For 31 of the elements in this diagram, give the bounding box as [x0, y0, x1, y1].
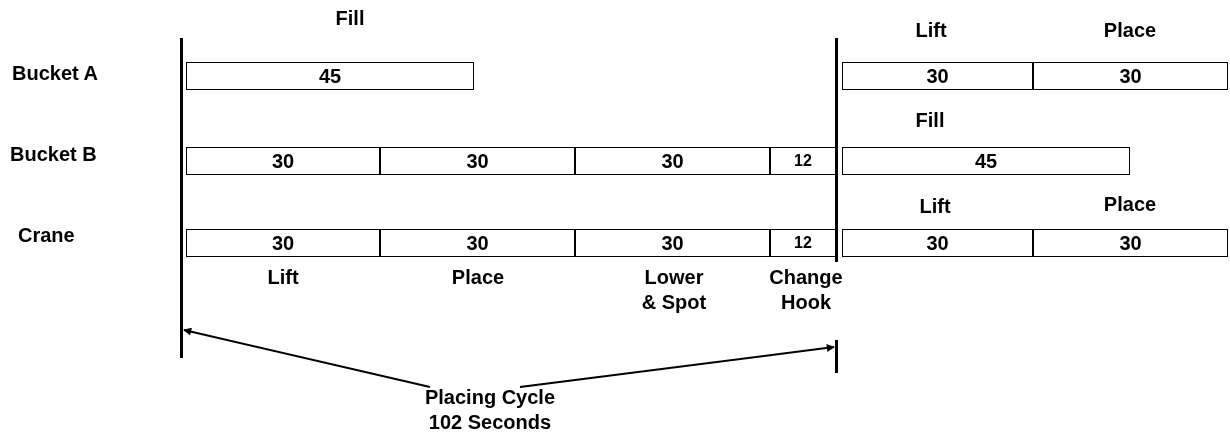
duration-segment: 30	[380, 147, 575, 175]
duration-segment: 45	[186, 62, 474, 90]
activity-label: Fill	[915, 108, 945, 133]
duration-segment: 30	[1033, 62, 1228, 90]
arrow	[183, 327, 431, 388]
row-label: Bucket A	[12, 62, 98, 85]
activity-label: Fill	[335, 6, 365, 31]
activity-label: Lower & Spot	[640, 265, 708, 315]
activity-label: Place	[451, 265, 505, 290]
duration-segment: 30	[842, 229, 1033, 257]
activity-label: Place	[1103, 192, 1157, 217]
duration-segment: 45	[842, 147, 1130, 175]
activity-label: Lift	[915, 18, 947, 43]
cycle-duration-label: Placing Cycle 102 Seconds	[415, 385, 565, 435]
activity-label: Change Hook	[768, 265, 844, 315]
duration-segment: 30	[1033, 229, 1228, 257]
activity-label: Place	[1103, 18, 1157, 43]
row-label: Bucket B	[10, 143, 97, 166]
duration-segment: 30	[186, 147, 380, 175]
duration-segment: 30	[842, 62, 1033, 90]
duration-segment: 30	[380, 229, 575, 257]
duration-segment: 30	[575, 229, 770, 257]
arrow	[519, 343, 835, 388]
activity-label: Lift	[919, 194, 951, 219]
duration-segment: 30	[575, 147, 770, 175]
duration-segment: 30	[186, 229, 380, 257]
row-label: Crane	[18, 224, 75, 247]
duration-segment: 12	[770, 229, 836, 257]
activity-label: Lift	[267, 265, 299, 290]
cycle-boundary-line	[179, 38, 184, 358]
duration-segment: 12	[770, 147, 836, 175]
